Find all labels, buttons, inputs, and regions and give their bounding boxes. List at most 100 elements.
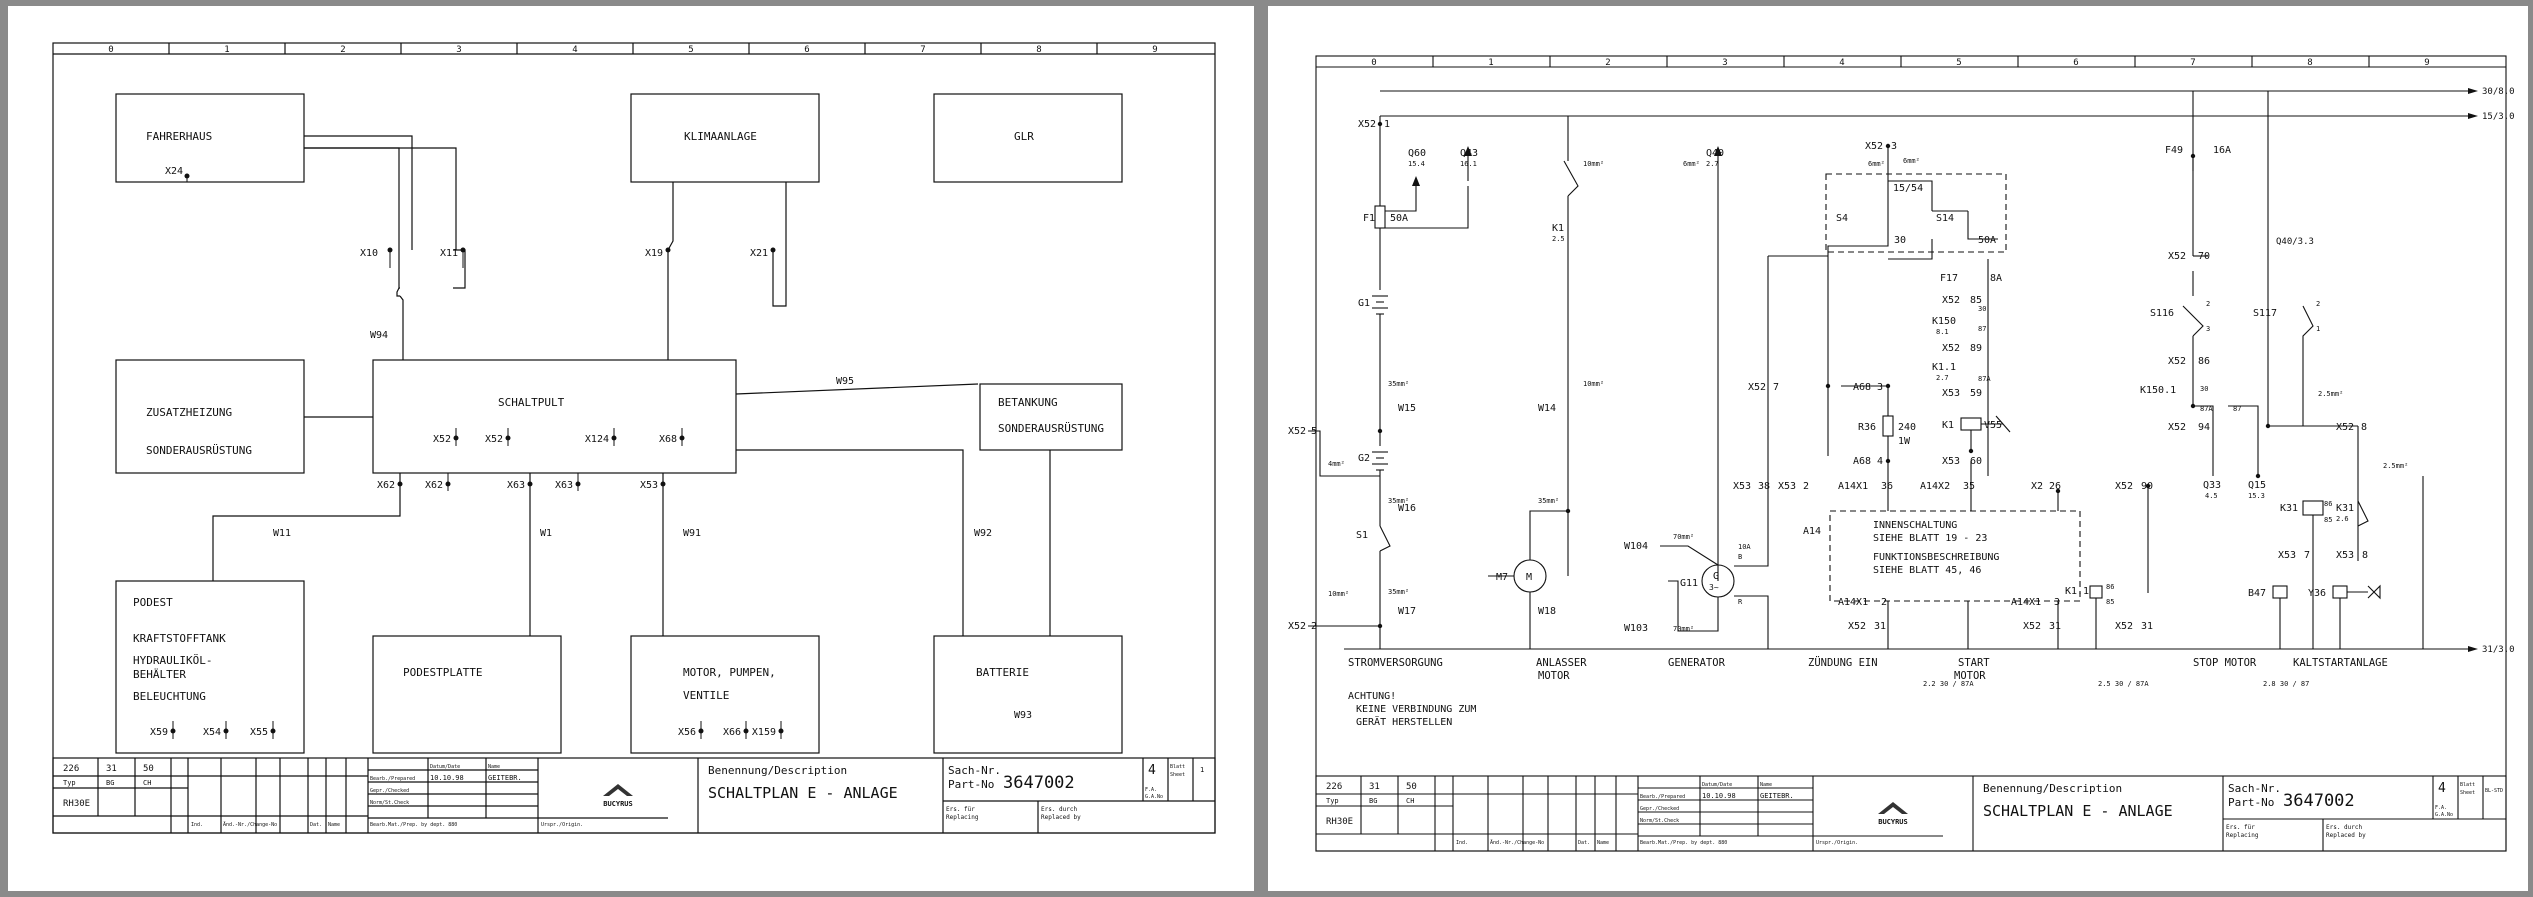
conn-x56: X56 [678,727,696,738]
lbl-x52-85: X52 [1942,295,1960,306]
lbl-f1: F1 [1363,213,1375,224]
wire-w95: W95 [836,376,854,387]
lbl-x52-2: X52 [1288,621,1306,632]
lbl-t30: 30 [1894,235,1906,246]
lbl-k1501: K150.1 [2140,385,2176,396]
lbl-x53-38: X53 [1733,481,1751,492]
tb-fa: F.A. [1145,787,1157,793]
lbl-k11v: 2.7 [1936,374,1949,382]
lbl-n1: 1 [2316,325,2320,333]
block-diagram: 0 1 2 3 4 5 6 7 8 9 FAHRERHAUS KLIMAANLA… [52,42,1216,834]
conn-x159: X159 [752,727,776,738]
conn-x19: X19 [645,248,663,259]
lbl-m70-a: 70mm² [1673,533,1694,541]
lbl-x53-7: X53 [2278,550,2296,561]
lbl-m35-a: 35mm² [1388,380,1409,388]
lbl-k1b: K1 [1942,420,1954,431]
schematic-sheet-left: 0 1 2 3 4 5 6 7 8 9 FAHRERHAUS KLIMAANLA… [8,6,1254,891]
tb-r-replacing: Replacing [2226,832,2259,839]
col-r-0: 0 [1371,58,1376,68]
lbl-m25: 2.5mm² [2318,390,2343,398]
lbl-f49v: 16A [2213,145,2231,156]
col-r-7: 7 [2190,58,2195,68]
tb-r-sheet-no: 4 [2438,781,2446,796]
lbl-k150v: 8.1 [1936,328,1949,336]
lbl-r: R [1738,598,1743,606]
col-r-9: 9 [2424,58,2429,68]
tb-part-no: 3647002 [1003,773,1075,793]
col-4: 4 [572,45,577,55]
tb-r-typ-label: Typ [1326,797,1339,805]
lbl-x52-70: X52 [2168,251,2186,262]
wire-fahrerhaus-1 [304,135,413,250]
lbl-x52-5n: 5 [1311,426,1317,437]
lbl-s116: S116 [2150,308,2174,319]
lbl-x52-8: X52 [2336,422,2354,433]
lbl-r36v: 240 [1898,422,1916,433]
lbl-m10-a: 10mm² [1583,160,1604,168]
lbl-x53-7n: 7 [2304,550,2310,561]
label-behaelter: BEHÄLTER [133,668,186,681]
lbl-x52-3n: 3 [1891,141,1897,152]
lbl-k1: K1 [1552,223,1564,234]
note-line-2: GERÄT HERSTELLEN [1356,715,1452,728]
lbl-s117: S117 [2253,308,2277,319]
lbl-x2-26n: 26 [2049,481,2061,492]
conn-x62-b: X62 [425,480,443,491]
lbl-x52-90: X52 [2115,481,2133,492]
col-7: 7 [920,45,925,55]
tb-r-dat: Dat. [1578,840,1590,846]
tb-dat: Dat. [310,822,322,828]
lbl-n85: 85 [2324,516,2332,524]
lbl-x52-85n: 85 [1970,295,1982,306]
lbl-k150: K150 [1932,316,1956,327]
col-8: 8 [1036,45,1041,55]
lbl-q40: Q40 [1706,148,1724,159]
lbl-n86-b: 86 [2106,583,2114,591]
lbl-x53-60: X53 [1942,456,1960,467]
tb-r-fa: F.A. [2435,805,2447,811]
tb-part-label-1: Sach-Nr. [948,764,1001,777]
label-glr: GLR [1014,130,1034,143]
tb-r-desc-label: Benennung/Description [1983,782,2122,795]
lbl-g3: 3~ [1709,583,1719,592]
lbl-x52-31bn: 31 [2049,621,2061,632]
conn-x52-b: X52 [485,434,503,445]
label-hydraulikoel: HYDRAULIKÖL- [133,654,212,667]
circuit-diagram: 0 1 2 3 4 5 6 7 8 9 30/8.0 15/3.0 31/3.0… [1288,55,2515,852]
tb-r-sheet-word: Sheet [2460,790,2475,796]
col-r-6: 6 [2073,58,2078,68]
conn-x21: X21 [750,248,768,259]
lbl-x52-7: X52 [1748,382,1766,393]
tb-sheet-no: 4 [1148,763,1156,778]
col-r-4: 4 [1839,58,1844,68]
lbl-n87a: 87A [1978,375,1991,383]
lbl-m35-b: 35mm² [1388,497,1409,505]
label-sonderausruestung-1: SONDERAUSRÜSTUNG [146,444,252,457]
lbl-m35-d: 35mm² [1538,497,1559,505]
conn-x54: X54 [203,727,221,738]
tb-r-name: GEITEBR. [1760,792,1794,800]
lbl-x53-2: X53 [1778,481,1796,492]
lbl-x53-8: X53 [2336,550,2354,561]
col-3: 3 [456,45,461,55]
lbl-s1: S1 [1356,530,1368,541]
lbl-x52-31b: X52 [2023,621,2041,632]
sec-stromversorgung: STROMVERSORGUNG [1348,657,1443,669]
lbl-m4: 4mm² [1328,460,1345,468]
lbl-a68-3: A68 [1853,382,1871,393]
tb-name: GEITEBR. [488,774,522,782]
lbl-x52-31an: 31 [1874,621,1886,632]
lbl-x52-70n: 70 [2198,251,2210,262]
sec-anlasser: ANLASSER [1536,657,1587,669]
lbl-q60v: 15.4 [1408,160,1425,168]
lbl-n87-b: 87 [2233,405,2241,413]
tb-ch-label: CH [143,779,151,787]
col-r-2: 2 [1605,58,1610,68]
conn-x124: X124 [585,434,609,445]
tb-prepared: Bearb./Prepared [370,776,415,782]
tb-r-mat: Bearb.Mat./Prep. by dept. 880 [1640,840,1727,846]
tb-typ-1: 226 [63,764,79,774]
lbl-w14: W14 [1538,403,1556,414]
